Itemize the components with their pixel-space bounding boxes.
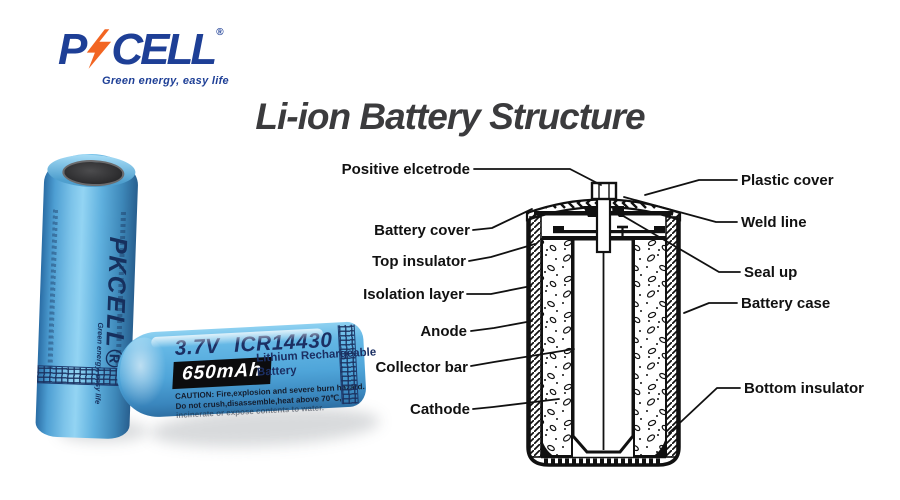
leader-battery-cover	[472, 208, 533, 231]
top-insulator-nub	[553, 226, 564, 233]
cathode-roll-right	[633, 238, 667, 457]
label-plastic-cover: Plastic cover	[741, 172, 834, 189]
label-weld-line: Weld line	[741, 214, 807, 231]
leader-anode	[470, 320, 533, 332]
leader-isolation-layer	[466, 285, 532, 295]
standing-battery-tagline-text: Green energy, easy life	[93, 322, 106, 405]
bottom-corner-seal	[650, 437, 666, 458]
positive-terminal	[590, 181, 618, 201]
lightning-bolt-icon	[87, 29, 112, 69]
pkcell-logo: P CELL ® Green energy, easy life	[58, 28, 229, 88]
label-anode: Anode	[420, 323, 467, 340]
label-positive-electrode: Positive elcetrode	[342, 161, 470, 178]
top-insulator-nub	[654, 226, 665, 233]
label-top-insulator: Top insulator	[372, 253, 466, 270]
label-bottom-insulator: Bottom insulator	[744, 380, 864, 397]
leader-cathode	[472, 398, 560, 410]
leader-top-insulator	[468, 243, 536, 262]
leader-collector-bar	[470, 348, 575, 367]
leader-bottom-insulator	[668, 387, 741, 434]
cathode-roll-left	[541, 238, 573, 457]
label-isolation-layer: Isolation layer	[363, 286, 464, 303]
case-wall-right	[665, 216, 678, 458]
logo-tagline: Green energy, easy life	[102, 75, 229, 87]
leader-lines	[466, 168, 741, 434]
label-battery-cover: Battery cover	[374, 222, 470, 239]
plastic-cover-dome-pattern	[525, 198, 682, 222]
lying-battery-photo: 3.7V ICR14430 650mAh Lithium Rechargeabl…	[114, 321, 377, 419]
label-cathode: Cathode	[410, 401, 470, 418]
logo-letter-p: P	[58, 25, 87, 74]
label-seal-up: Seal up	[744, 264, 797, 281]
seal-block-left	[583, 206, 597, 217]
diagram-labels: Positive elcetrode Battery cover Top ins…	[342, 161, 865, 418]
battery-structure-diagram: Positive elcetrode Battery cover Top ins…	[342, 161, 865, 467]
label-collector-bar: Collector bar	[375, 359, 468, 376]
battery-type-text: Battery	[256, 364, 297, 379]
leader-battery-case	[683, 302, 738, 314]
label-battery-case: Battery case	[741, 295, 830, 312]
leader-positive-electrode	[473, 168, 602, 186]
leader-seal-up	[612, 209, 741, 273]
case-wall-left	[529, 216, 542, 458]
bottom-corner-seal	[541, 437, 557, 458]
logo-letters-cell: CELL	[111, 25, 217, 74]
battery-cross-section	[525, 181, 682, 467]
logo-wordmark: P CELL ®	[58, 28, 229, 72]
leader-plastic-cover	[644, 179, 738, 196]
fine-print-strip	[47, 208, 59, 369]
leader-weld-line	[623, 196, 738, 223]
terminal-shaft	[595, 196, 612, 254]
registered-mark: ®	[216, 27, 224, 38]
page-title: Li-ion Battery Structure	[255, 96, 645, 137]
